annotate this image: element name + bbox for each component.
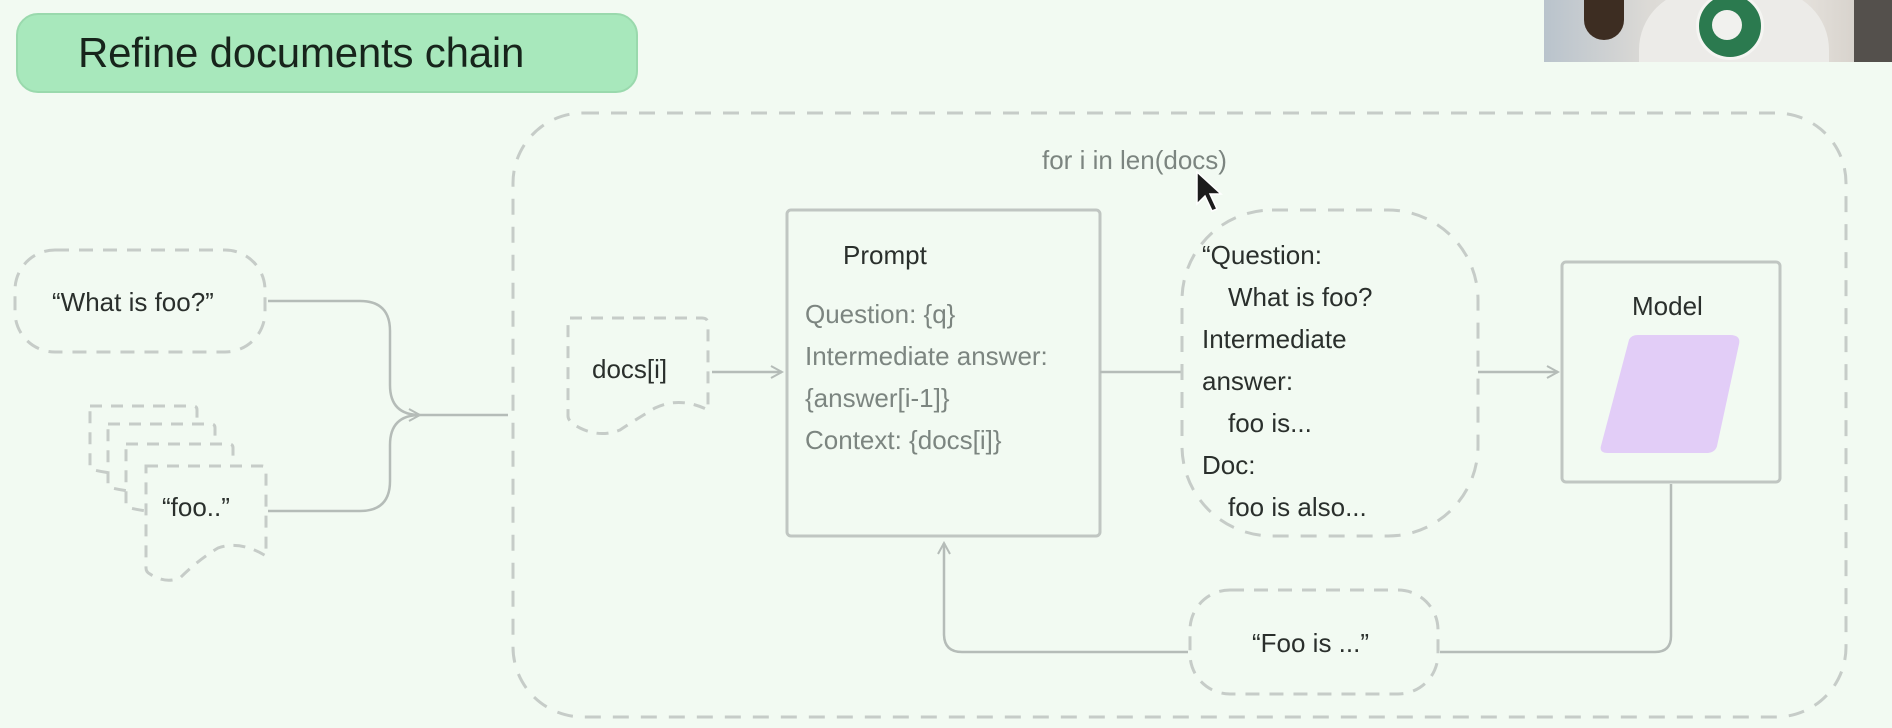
answer-bubble [1188,588,1440,696]
filled-line-intermediate: Intermediate [1202,324,1347,354]
feedback-arrow [944,543,1188,654]
prompt-line-intermediate: Intermediate answer: [805,341,1048,371]
filled-line-answer: answer: [1202,366,1294,396]
answer-output-label: “Foo is ...” [1252,628,1370,658]
question-input-label: “What is foo?” [52,287,214,317]
presenter-webcam [1544,0,1892,62]
model-label: Model [1632,291,1703,321]
slide-title: Refine documents chain [16,13,638,93]
docs-input-label: “foo..” [162,492,230,522]
filled-prompt-bubble [1180,208,1480,538]
docs-i-shape [566,316,710,435]
filled-line-question-value: What is foo? [1228,282,1373,312]
filled-prompt-text: “Question: What is foo? Intermediate ans… [1202,234,1373,528]
question-bubble [13,248,267,354]
model-to-output-line [1440,484,1673,654]
docs-stack [88,404,268,582]
prompt-template: Question: {q} Intermediate answer: {answ… [805,293,1048,461]
filled-line-question: “Question: [1202,240,1322,270]
prompt-line-question: Question: {q} [805,299,956,329]
filled-line-doc-value: foo is also... [1228,492,1367,522]
merge-connector [268,299,508,513]
mouse-cursor-icon [1196,170,1223,212]
loop-container [511,111,1848,719]
prompt-line-context: Context: {docs[i]} [805,425,1002,455]
prompt-heading: Prompt [843,240,927,270]
filled-line-answer-value: foo is... [1228,408,1312,438]
docs-i-label: docs[i] [592,354,668,384]
prompt-line-answer: {answer[i-1]} [805,383,950,413]
loop-label: for i in len(docs) [1042,145,1227,175]
filled-line-doc: Doc: [1202,450,1256,480]
model-shape [1600,335,1740,453]
